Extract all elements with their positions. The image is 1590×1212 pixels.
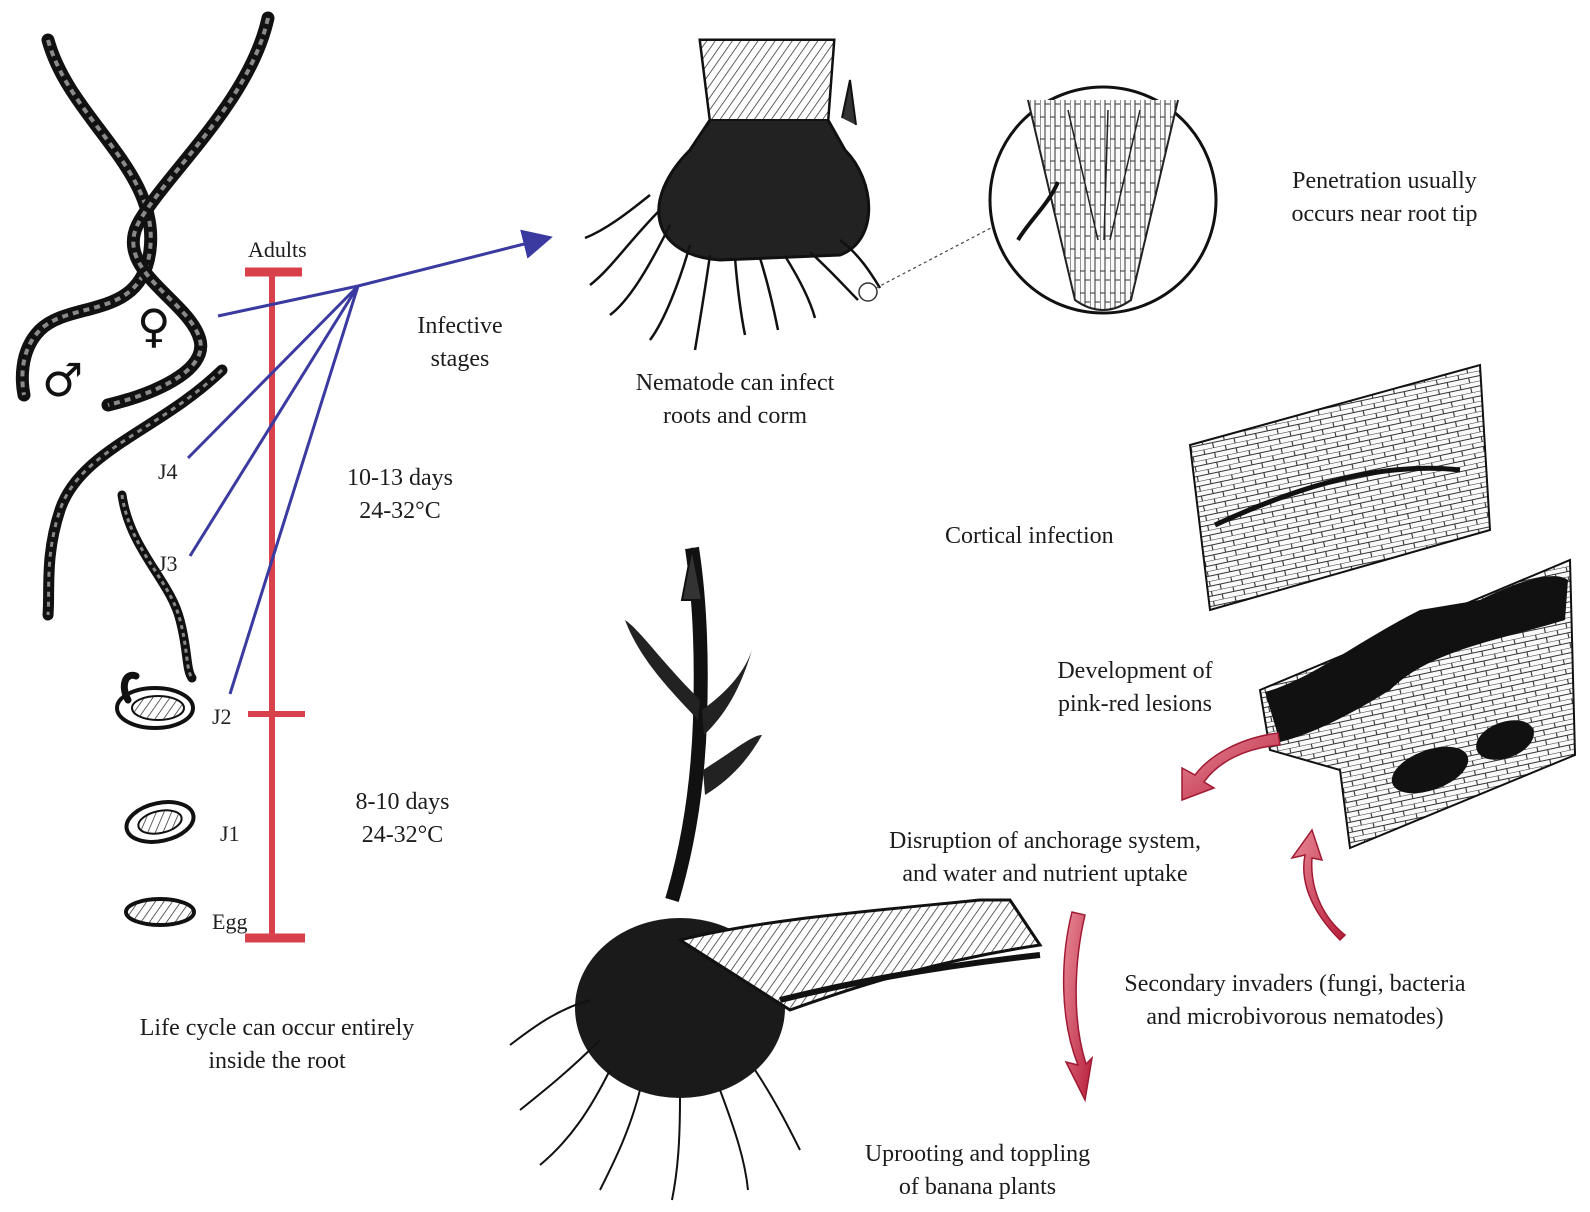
duration-lower-days: 8-10 days <box>340 786 465 819</box>
life-cycle-caption: Life cycle can occur entirely inside the… <box>112 1012 442 1078</box>
infective-stages-line-2: stages <box>405 343 515 376</box>
cortical-infection-caption: Cortical infection <box>945 520 1114 553</box>
disruption-caption: Disruption of anchorage system, and wate… <box>855 825 1235 891</box>
duration-upper-label: 10-13 days 24-32°C <box>335 462 465 528</box>
uprooting-line-1: Uprooting and toppling <box>835 1138 1120 1171</box>
cortical-infection-illustration <box>1190 365 1490 610</box>
penetration-line-1: Penetration usually <box>1262 165 1507 198</box>
disruption-line-1: Disruption of anchorage system, <box>855 825 1235 858</box>
stage-label-j2: J2 <box>212 705 232 729</box>
duration-upper-temp: 24-32°C <box>335 495 465 528</box>
nematode-infect-line-1: Nematode can infect <box>610 367 860 400</box>
pink-red-lesions-illustration <box>1260 560 1575 848</box>
penetration-caption: Penetration usually occurs near root tip <box>1262 165 1507 231</box>
life-cycle-caption-line-1: Life cycle can occur entirely <box>112 1012 442 1045</box>
infective-stages-line-1: Infective <box>405 310 515 343</box>
lesions-to-disruption-arrow <box>1182 733 1280 800</box>
j2-egg-illustration <box>117 675 193 728</box>
stage-label-j1: J1 <box>220 822 240 846</box>
lesions-caption: Development of pink-red lesions <box>1035 655 1235 721</box>
adults-label: Adults <box>248 233 307 266</box>
male-symbol: ♂ <box>42 357 83 403</box>
infective-stages-label: Infective stages <box>405 310 515 376</box>
stage-label-j3: J3 <box>158 552 178 576</box>
root-tip-magnified-illustration <box>990 87 1216 313</box>
j1-egg-illustration <box>123 796 197 847</box>
corm-with-roots-illustration <box>585 40 1010 350</box>
duration-upper-days: 10-13 days <box>335 462 465 495</box>
male-nematode-illustration <box>22 40 150 395</box>
uprooting-line-2: of banana plants <box>835 1171 1120 1204</box>
nematode-infect-caption: Nematode can infect roots and corm <box>610 367 860 433</box>
duration-lower-temp: 24-32°C <box>340 819 465 852</box>
duration-lower-label: 8-10 days 24-32°C <box>340 786 465 852</box>
nematode-infect-line-2: roots and corm <box>610 400 860 433</box>
penetration-line-2: occurs near root tip <box>1262 198 1507 231</box>
stage-label-egg: Egg <box>212 910 247 934</box>
uprooting-caption: Uprooting and toppling of banana plants <box>835 1138 1120 1204</box>
disruption-to-uprooting-arrow <box>1064 912 1092 1100</box>
j3-juvenile-illustration <box>122 495 192 678</box>
female-symbol: ♀ <box>137 303 171 349</box>
female-nematode-illustration <box>108 18 268 405</box>
secondary-invaders-line-2: and microbivorous nematodes) <box>1090 1001 1500 1034</box>
egg-illustration <box>126 899 194 925</box>
secondary-invaders-caption: Secondary invaders (fungi, bacteria and … <box>1090 968 1500 1034</box>
lesions-line-1: Development of <box>1035 655 1235 688</box>
secondary-invaders-line-1: Secondary invaders (fungi, bacteria <box>1090 968 1500 1001</box>
disruption-line-2: and water and nutrient uptake <box>855 858 1235 891</box>
life-cycle-caption-line-2: inside the root <box>112 1045 442 1078</box>
stage-label-j4: J4 <box>158 460 178 484</box>
secondary-to-disruption-arrow <box>1292 830 1345 940</box>
lesions-line-2: pink-red lesions <box>1035 688 1235 721</box>
